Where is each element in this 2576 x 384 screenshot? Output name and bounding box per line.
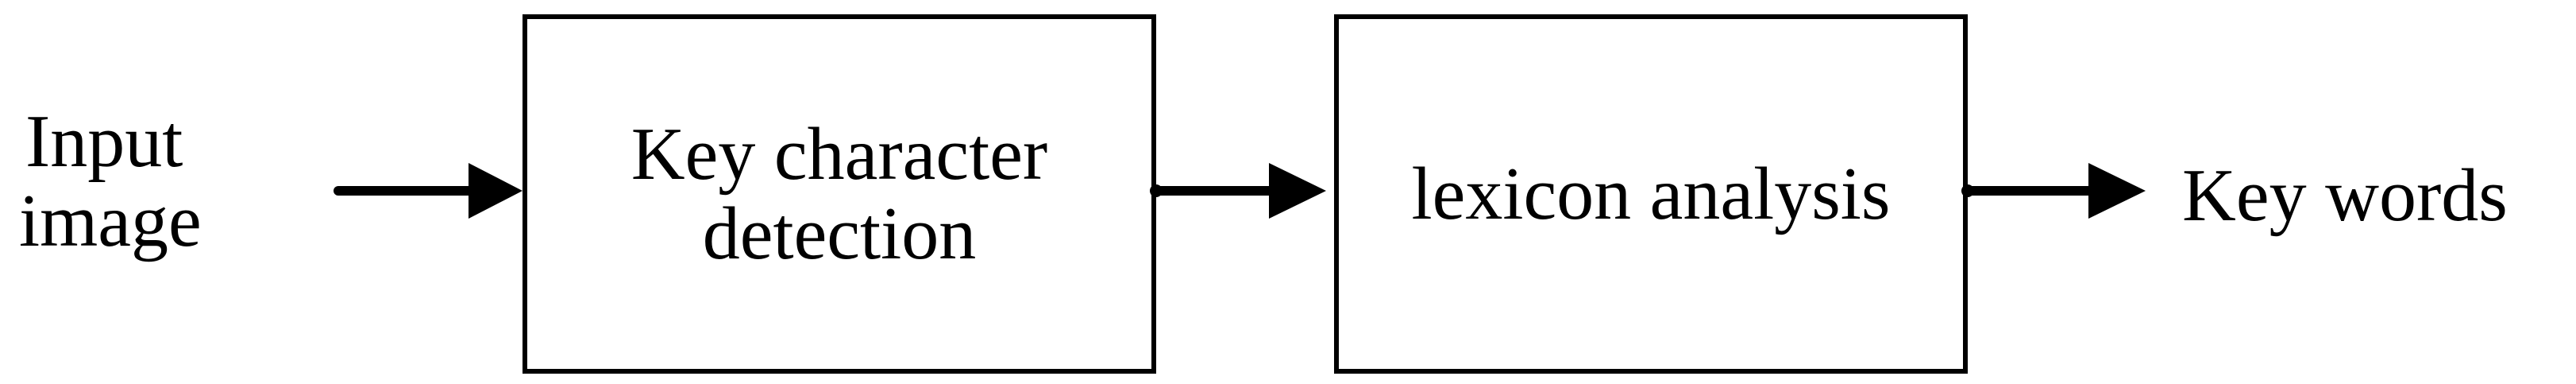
key-character-detection-line1: Key character (631, 113, 1048, 196)
arrow-lexicon-to-keywords (1961, 163, 2146, 219)
input-label-line2: image (19, 180, 202, 262)
arrow-detection-to-lexicon (1150, 163, 1326, 219)
key-character-detection-line2: detection (702, 192, 977, 275)
input-label-line1: Input (25, 100, 183, 183)
arrow-input-to-detection (334, 163, 523, 219)
lexicon-analysis-label: lexicon analysis (1411, 153, 1891, 235)
input-image-label: Input image (19, 102, 202, 261)
key-words-label: Key words (2182, 154, 2508, 237)
lexicon-analysis-box: lexicon analysis (1334, 14, 1968, 374)
key-character-detection-box: Key character detection (523, 14, 1156, 374)
